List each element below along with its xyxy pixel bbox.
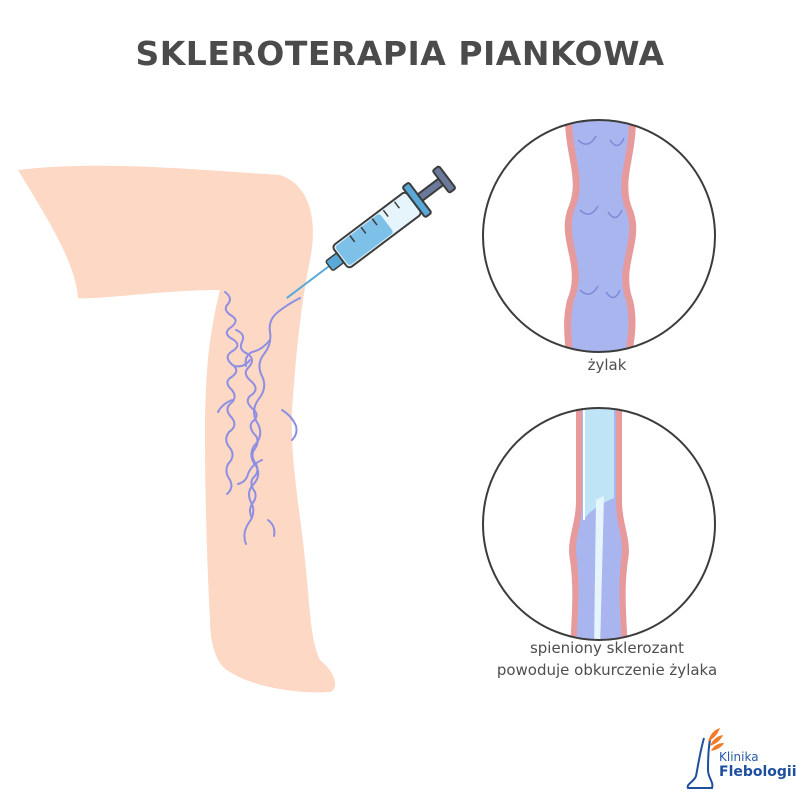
varicose-veins	[217, 291, 301, 545]
sclerotherapy-caption: spieniony sklerozant powoduje obkurczeni…	[447, 637, 767, 681]
clinic-logo-line1: Klinika	[719, 750, 759, 764]
leg-illustration	[18, 165, 336, 693]
varicose-vein-circle	[482, 119, 716, 353]
syringe-illustration	[286, 165, 456, 299]
sclerotherapy-circle	[482, 407, 716, 641]
sclerotherapy-caption-line2: powoduje obkurczenie żylaka	[496, 661, 718, 679]
page-title: SKLEROTERAPIA PIANKOWA	[135, 34, 665, 73]
clinic-logo-icon	[686, 728, 724, 789]
varicose-vein-caption: żylak	[587, 356, 627, 374]
sclerotherapy-caption-line1: spieniony sklerozant	[529, 639, 685, 657]
clinic-logo-line2: Flebologii	[719, 764, 797, 780]
clinic-logo: Klinika Flebologii	[719, 750, 797, 780]
